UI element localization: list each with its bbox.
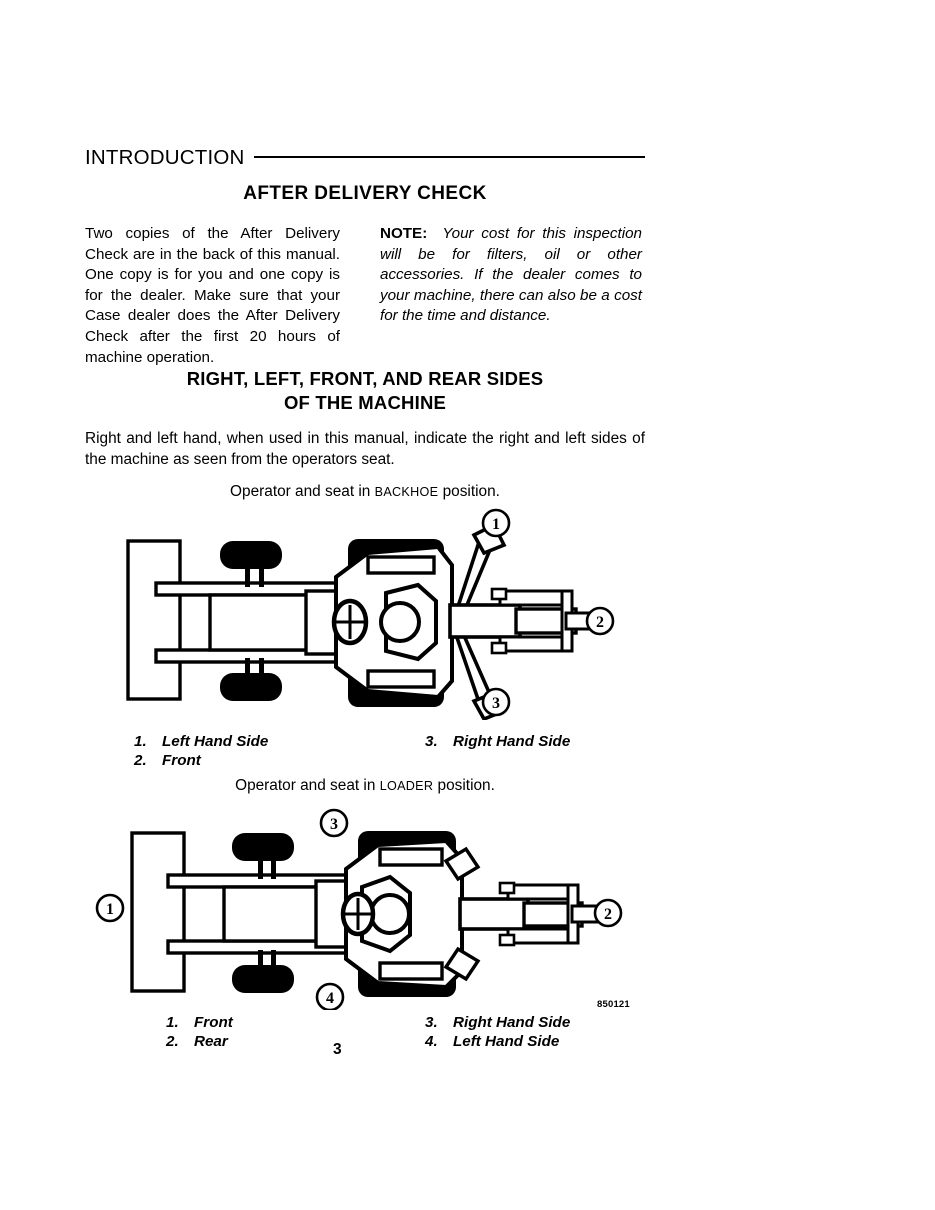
legend-label: Left Hand Side: [162, 733, 269, 750]
front-wheel-right: [232, 965, 294, 993]
figure-backhoe-legend-left: 1. Left Hand Side 2. Front: [134, 732, 268, 770]
svg-text:1: 1: [106, 901, 114, 918]
legend-item: 2. Front: [134, 751, 268, 770]
legend-label: Front: [194, 1014, 233, 1031]
backhoe-position-diagram: 1 2 3: [126, 508, 615, 720]
callout-1: 1: [95, 893, 125, 923]
page-title: AFTER DELIVERY CHECK: [243, 183, 487, 204]
fender-left: [378, 847, 444, 867]
art-code: 850121: [597, 999, 630, 1010]
legend-number: 2.: [166, 1033, 179, 1050]
note-text: Your cost for this inspection will be fo…: [380, 225, 642, 325]
stabilizer-leg-upper: [443, 846, 481, 882]
axle-stem-3: [258, 950, 263, 972]
caption-emphasis: BACKHOE: [374, 485, 439, 499]
figure-backhoe-caption: Operator and seat in BACKHOE position.: [85, 483, 645, 501]
svg-text:4: 4: [326, 990, 334, 1007]
svg-text:2: 2: [596, 614, 604, 631]
loader-position-diagram: 1 2 3 4: [95, 808, 623, 1010]
callout-2: 2: [585, 606, 615, 636]
caption-prefix: Operator and seat in: [230, 483, 375, 500]
legend-number: 1.: [166, 1014, 179, 1031]
legend-label: Right Hand Side: [453, 1014, 571, 1031]
backhoe-boom-assembly: [458, 881, 610, 947]
body-right-column: NOTE: Your cost for this inspection will…: [380, 224, 642, 327]
axle-stem-3: [245, 658, 250, 680]
front-wheel-right: [220, 673, 282, 701]
note-paragraph: NOTE: Your cost for this inspection will…: [380, 224, 642, 327]
legend-item: 4. Left Hand Side: [425, 1032, 570, 1051]
note-label: NOTE:: [380, 225, 428, 242]
backhoe-boom-assembly: [448, 587, 604, 655]
fender-right: [366, 669, 436, 689]
svg-text:3: 3: [492, 695, 500, 712]
figure-loader-legend-right: 3. Right Hand Side 4. Left Hand Side: [425, 1013, 570, 1051]
left-column-paragraph: Two copies of the After Delivery Check a…: [85, 225, 340, 366]
machine-hood: [208, 593, 314, 652]
machine-hood: [222, 885, 322, 943]
caption-suffix: position.: [438, 483, 500, 500]
caption-prefix: Operator and seat in: [235, 777, 380, 794]
loader-bucket: [130, 831, 186, 993]
front-wheel-left: [232, 833, 294, 861]
axle-stem-4: [271, 950, 276, 972]
svg-text:2: 2: [604, 906, 612, 923]
figure-loader-caption: Operator and seat in LOADER position.: [85, 777, 645, 795]
callout-2: 2: [593, 898, 623, 928]
figure-backhoe-top-view: 1 2 3: [100, 505, 640, 720]
svg-text:3: 3: [330, 816, 338, 833]
legend-item: 2. Rear: [166, 1032, 233, 1051]
caption-emphasis: LOADER: [379, 779, 434, 793]
seat-pivot: [379, 601, 421, 643]
figure-loader-callouts: 1 2 3 4: [95, 808, 623, 1010]
axle-stem-1: [258, 857, 263, 879]
legend-number: 4.: [425, 1033, 438, 1050]
legend-item: 3. Right Hand Side: [425, 1013, 570, 1032]
legend-label: Right Hand Side: [453, 733, 571, 750]
axle-stem-2: [259, 565, 264, 587]
sides-section-title: RIGHT, LEFT, FRONT, AND REAR SIDES OF TH…: [85, 367, 645, 415]
sides-section-title-line2: OF THE MACHINE: [283, 392, 447, 413]
sides-section-title-line1: RIGHT, LEFT, FRONT, AND REAR SIDES: [186, 368, 544, 389]
page-number: 3: [333, 1041, 342, 1058]
figure-loader-legend-left: 1. Front 2. Rear: [166, 1013, 233, 1051]
loader-bucket: [126, 539, 182, 701]
figure-loader-top-view: 1 2 3 4: [90, 805, 650, 1010]
axle-stem-1: [245, 565, 250, 587]
legend-number: 2.: [134, 752, 147, 769]
fender-left: [366, 555, 436, 575]
axle-stem-4: [259, 658, 264, 680]
sides-section-paragraph: Right and left hand, when used in this m…: [85, 430, 645, 468]
running-head: INTRODUCTION: [85, 146, 645, 170]
fender-right: [378, 961, 444, 981]
stabilizer-leg-lower: [443, 946, 481, 982]
legend-label: Left Hand Side: [453, 1033, 560, 1050]
svg-text:1: 1: [492, 516, 500, 533]
legend-number: 1.: [134, 733, 147, 750]
front-wheel-left: [220, 541, 282, 569]
caption-suffix: position.: [433, 777, 495, 794]
figure-backhoe-legend-right: 3. Right Hand Side: [425, 732, 570, 751]
figure-backhoe-callouts: 1 2 3: [481, 508, 615, 717]
running-head-label: INTRODUCTION: [85, 146, 245, 169]
legend-number: 3.: [425, 733, 438, 750]
legend-item: 1. Left Hand Side: [134, 732, 268, 751]
body-left-column: Two copies of the After Delivery Check a…: [85, 224, 340, 368]
callout-1: 1: [481, 508, 511, 538]
legend-label: Front: [162, 752, 201, 769]
legend-item: 3. Right Hand Side: [425, 732, 570, 751]
axle-stem-2: [271, 857, 276, 879]
callout-3: 3: [319, 808, 349, 838]
legend-label: Rear: [194, 1033, 228, 1050]
legend-number: 3.: [425, 1014, 438, 1031]
callout-4: 4: [315, 982, 345, 1010]
seat-pivot: [369, 893, 411, 935]
running-head-rule: [253, 156, 645, 158]
legend-item: 1. Front: [166, 1013, 233, 1032]
callout-3: 3: [481, 687, 511, 717]
